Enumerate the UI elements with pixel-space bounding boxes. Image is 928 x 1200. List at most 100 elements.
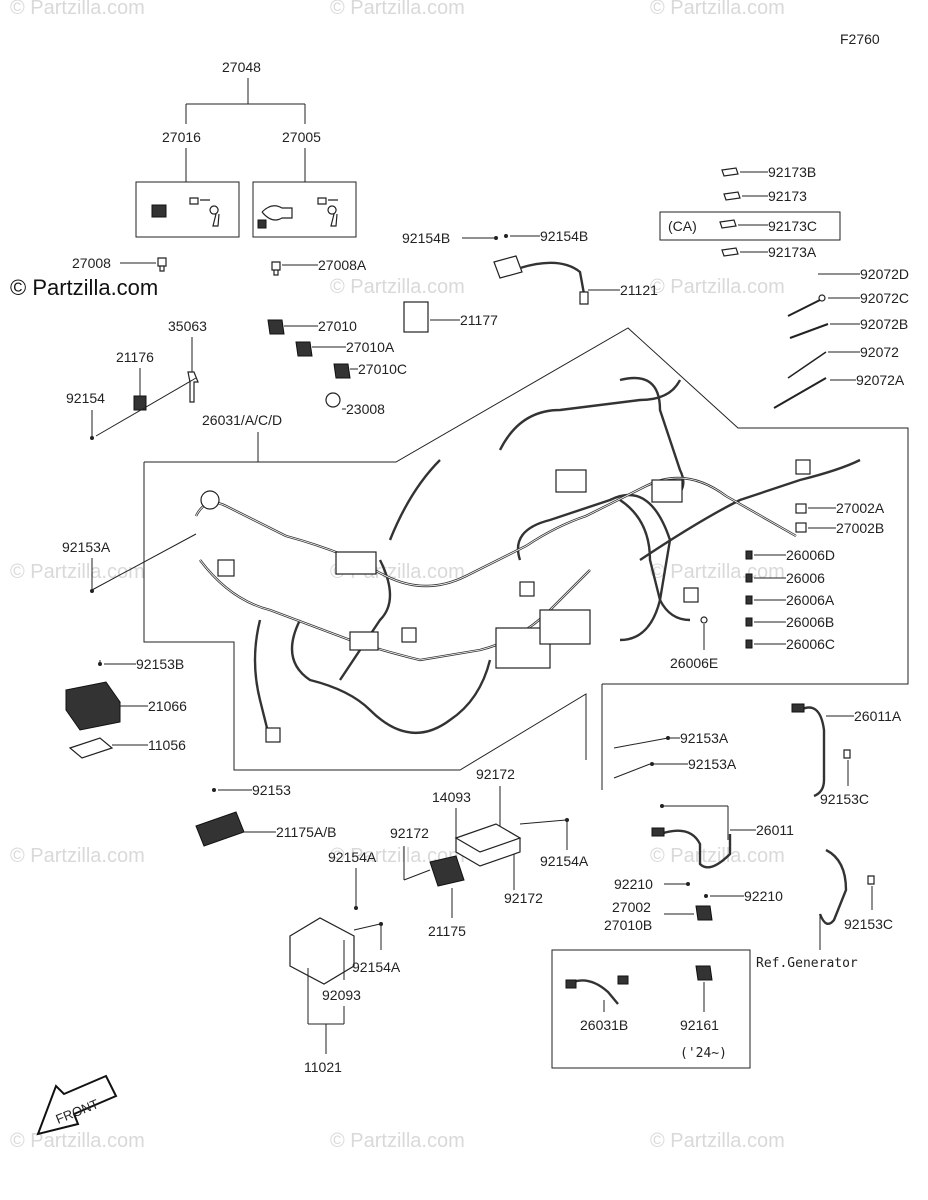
watermarks: © Partzilla.com © Partzilla.com © Partzi…	[10, 0, 785, 1152]
switch-connector-icon	[295, 341, 313, 357]
label-27010B[interactable]: 27010B	[604, 917, 652, 933]
label-92072[interactable]: 92072	[860, 344, 899, 360]
watermark: © Partzilla.com	[330, 1130, 465, 1152]
label-21121[interactable]: 21121	[620, 282, 658, 298]
label-92153A-r2[interactable]: 92153A	[688, 756, 737, 772]
label-92173B[interactable]: 92173B	[768, 164, 816, 180]
plug-icon	[579, 291, 589, 305]
label-92154A-right[interactable]: 92154A	[540, 853, 589, 869]
switch-connector-icon	[267, 319, 285, 335]
label-27016[interactable]: 27016	[162, 129, 201, 145]
label-23008[interactable]: 23008	[346, 401, 385, 417]
label-26031-acd[interactable]: 26031/A/C/D	[202, 412, 282, 428]
label-26006D[interactable]: 26006D	[786, 547, 835, 563]
label-26031B[interactable]: 26031B	[580, 1017, 628, 1033]
label-92153A-r1[interactable]: 92153A	[680, 730, 729, 746]
watermark: © Partzilla.com	[10, 845, 145, 867]
label-26011[interactable]: 26011	[756, 822, 794, 838]
label-92153A-left[interactable]: 92153A	[62, 539, 111, 555]
label-92072A[interactable]: 92072A	[856, 372, 905, 388]
label-92154B-left[interactable]: 92154B	[402, 230, 450, 246]
label-26006B[interactable]: 26006B	[786, 614, 834, 630]
connector-icon	[683, 587, 699, 603]
connector-icon	[401, 627, 417, 643]
sensor-icon	[325, 392, 341, 408]
label-92210-left[interactable]: 92210	[614, 876, 653, 892]
label-92173A[interactable]: 92173A	[768, 244, 817, 260]
label-27010[interactable]: 27010	[318, 318, 357, 334]
front-arrow-icon	[36, 1074, 118, 1136]
relay-box-icon	[539, 609, 591, 645]
terminal-icon	[745, 617, 753, 627]
label-14093[interactable]: 14093	[432, 789, 471, 805]
label-92173[interactable]: 92173	[768, 188, 807, 204]
control-unit-icon	[429, 855, 465, 887]
label-92154B-right[interactable]: 92154B	[540, 228, 588, 244]
label-92161[interactable]: 92161	[680, 1017, 719, 1033]
switch-connector-icon	[695, 965, 713, 981]
label-21176[interactable]: 21176	[116, 349, 154, 365]
label-35063[interactable]: 35063	[168, 318, 207, 334]
label-21175AB[interactable]: 21175A/B	[276, 824, 336, 840]
bolt-icon	[157, 257, 167, 272]
connector-icon	[217, 559, 235, 577]
label-27010A[interactable]: 27010A	[346, 339, 395, 355]
label-26006E[interactable]: 26006E	[670, 655, 718, 671]
ground-terminal-icon	[200, 490, 220, 510]
label-27048[interactable]: 27048	[222, 59, 261, 75]
connector-icon	[257, 219, 267, 229]
key-icon	[317, 197, 338, 227]
label-27002A[interactable]: 27002A	[836, 500, 885, 516]
connector-icon	[519, 581, 535, 597]
label-model-year[interactable]: ('24~)	[680, 1046, 727, 1061]
label-92153[interactable]: 92153	[252, 782, 291, 798]
label-ca[interactable]: (CA)	[668, 218, 697, 234]
label-92173C[interactable]: 92173C	[768, 218, 817, 234]
label-92153C-2[interactable]: 92153C	[844, 916, 893, 932]
label-92153B[interactable]: 92153B	[136, 656, 184, 672]
label-92210-right[interactable]: 92210	[744, 888, 783, 904]
watermark: © Partzilla.com	[330, 0, 465, 19]
label-92072C[interactable]: 92072C	[860, 290, 909, 306]
label-21066[interactable]: 21066	[148, 698, 187, 714]
label-92154[interactable]: 92154	[66, 390, 105, 406]
label-11021[interactable]: 11021	[304, 1059, 342, 1075]
watermark: © Partzilla.com	[650, 1130, 785, 1152]
terminal-icon	[700, 616, 708, 624]
label-27008A[interactable]: 27008A	[318, 257, 367, 273]
label-27008[interactable]: 27008	[72, 255, 111, 271]
label-92153C-1[interactable]: 92153C	[820, 791, 869, 807]
watermark: © Partzilla.com	[650, 0, 785, 19]
label-92072D[interactable]: 92072D	[860, 266, 909, 282]
label-27005[interactable]: 27005	[282, 129, 321, 145]
plate-icon	[68, 737, 114, 759]
label-92072B[interactable]: 92072B	[860, 316, 908, 332]
label-21175[interactable]: 21175	[428, 923, 466, 939]
relay-icon	[133, 395, 147, 411]
label-92172-bottom[interactable]: 92172	[504, 890, 543, 906]
watermark: © Partzilla.com	[10, 561, 145, 583]
label-27002[interactable]: 27002	[612, 899, 651, 915]
screw-icon	[494, 236, 498, 240]
wiring-harness	[194, 376, 861, 743]
label-26011A[interactable]: 26011A	[854, 708, 902, 724]
label-92154A-left[interactable]: 92154A	[328, 849, 377, 865]
label-ref-generator[interactable]: Ref.Generator	[756, 956, 858, 971]
label-27002B[interactable]: 27002B	[836, 520, 884, 536]
model-year-box	[551, 949, 751, 1069]
connector-icon	[349, 631, 379, 651]
label-26006[interactable]: 26006	[786, 570, 825, 586]
label-26006C[interactable]: 26006C	[786, 636, 835, 652]
label-11056[interactable]: 11056	[148, 737, 186, 753]
label-92172-top[interactable]: 92172	[476, 766, 515, 782]
clip-icon	[721, 167, 739, 177]
label-21177[interactable]: 21177	[460, 312, 498, 328]
label-27010C[interactable]: 27010C	[358, 361, 407, 377]
watermark: © Partzilla.com	[10, 0, 145, 19]
watermark: © Partzilla.com	[10, 1130, 145, 1152]
clip-icon	[721, 247, 739, 257]
label-92172-left[interactable]: 92172	[390, 825, 429, 841]
label-26006A[interactable]: 26006A	[786, 592, 835, 608]
label-92154A-bottom[interactable]: 92154A	[352, 959, 401, 975]
label-92093[interactable]: 92093	[322, 987, 361, 1003]
